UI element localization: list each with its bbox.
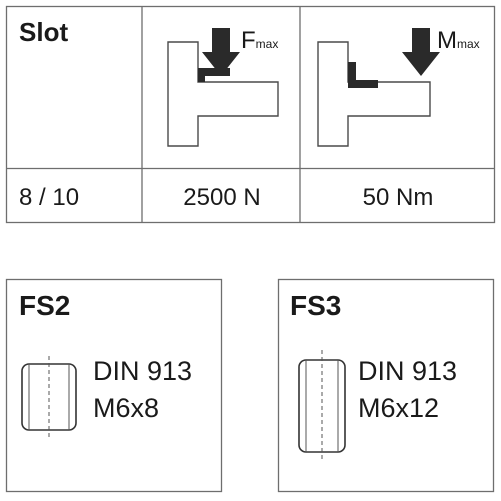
force-arrow-icon — [202, 28, 240, 76]
moment-value: 50 Nm — [363, 184, 434, 211]
card-fs2-title: FS2 — [19, 290, 70, 321]
moment-diagram: Mmax — [317, 27, 480, 147]
card-fs2-border — [5, 278, 223, 493]
force-max-label: Fmax — [241, 27, 278, 54]
force-diagram: Fmax — [167, 27, 279, 147]
load-table: Slot Fmax Mmax 8 / 10 2500 N 50 Nm — [5, 5, 496, 224]
card-fs3-border — [277, 278, 495, 493]
table-border — [5, 5, 496, 224]
slot-header: Slot — [19, 17, 68, 47]
setscrew-long-icon — [298, 350, 346, 462]
setscrew-short-icon — [21, 356, 77, 438]
moment-arrow-icon — [402, 28, 440, 76]
moment-contact-marker — [348, 62, 378, 88]
card-fs2: FS2 DIN 913 M6x8 — [5, 278, 223, 493]
card-fs3-size: M6x12 — [358, 393, 439, 423]
card-fs3: FS3 DIN 913 M6x12 — [277, 278, 495, 493]
card-fs3-title: FS3 — [290, 290, 341, 321]
card-fs2-size: M6x8 — [93, 393, 159, 423]
slot-value: 8 / 10 — [19, 184, 79, 211]
moment-bracket-outline — [317, 41, 431, 147]
moment-max-label: Mmax — [437, 27, 480, 54]
force-value: 2500 N — [183, 184, 260, 211]
card-fs3-standard: DIN 913 — [358, 356, 457, 386]
card-fs2-standard: DIN 913 — [93, 356, 192, 386]
force-bracket-outline — [167, 41, 279, 147]
